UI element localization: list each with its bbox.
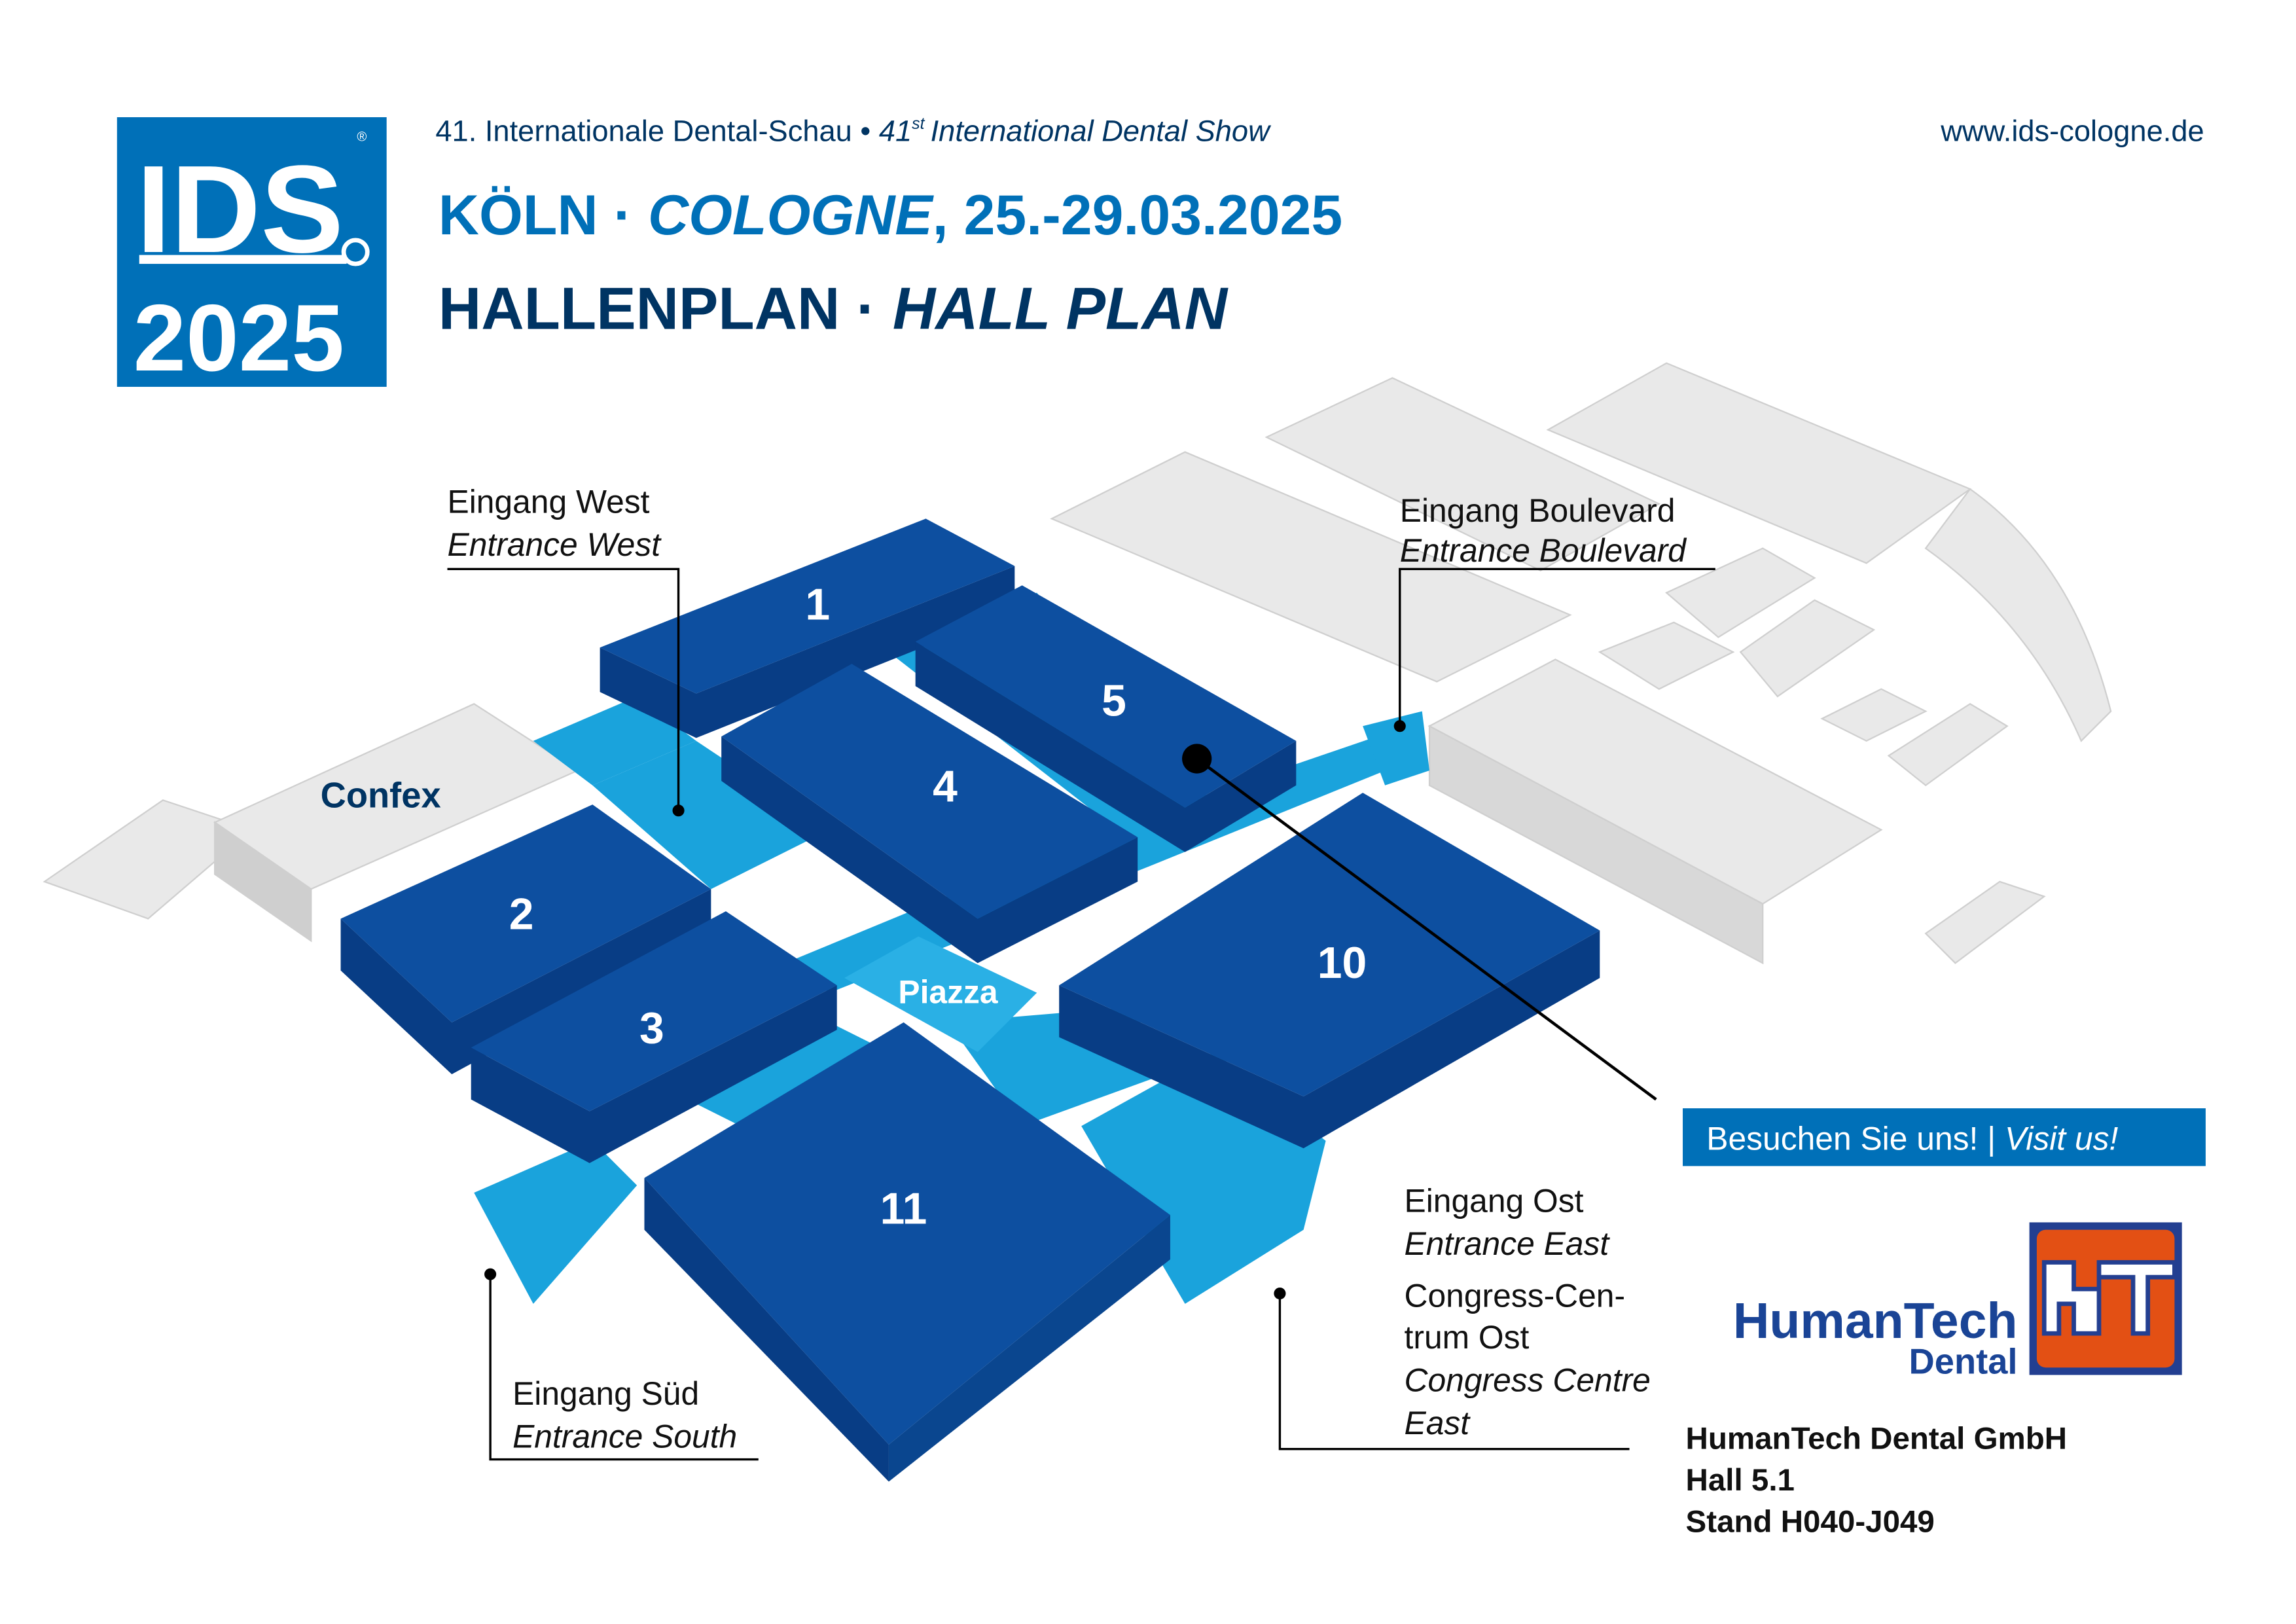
plan-title: HALLENPLAN · HALL PLAN [439,276,1229,342]
city-dates: KÖLN · COLOGNE, 25.-29.03.2025 [439,184,1342,247]
hall-10-label: 10 [1318,939,1367,988]
svg-text:trum Ost: trum Ost [1405,1319,1530,1356]
hall-3-label: 3 [639,1004,664,1053]
entrance-west-dot [672,804,685,817]
svg-text:HumanTech: HumanTech [1733,1293,2018,1349]
piazza[interactable] [844,936,1037,1053]
svg-text:Eingang Boulevard: Eingang Boulevard [1400,492,1676,529]
visit-us-banner: Besuchen Sie uns! | Visit us! [1683,1108,2206,1166]
hall-11-label: 11 [880,1185,927,1234]
svg-text:Entrance Boulevard: Entrance Boulevard [1400,532,1687,569]
entrance-south-dot [484,1268,497,1280]
svg-text:HumanTech Dental GmbH: HumanTech Dental GmbH [1686,1422,2068,1456]
svg-text:Eingang West: Eingang West [447,483,649,520]
confex-label: Confex [321,776,441,816]
hall-1[interactable] [600,518,1015,738]
piazza-label: Piazza [898,973,998,1010]
halls [340,518,1600,1482]
surrounding-buildings [43,362,2112,965]
hall-11[interactable] [644,1022,1170,1482]
humantech-logo: HumanTech Dental [1733,1222,2182,1381]
hall-4-label: 4 [933,763,958,812]
svg-text:Eingang Ost: Eingang Ost [1405,1183,1584,1219]
svg-text:®: ® [357,130,367,144]
hall-4[interactable] [721,664,1138,964]
svg-text:Congress-Cen-: Congress-Cen- [1405,1277,1626,1314]
hall-3[interactable] [471,911,837,1163]
hall-5-label: 5 [1102,676,1126,725]
svg-text:Entrance West: Entrance West [447,526,662,563]
svg-text:Eingang Süd: Eingang Süd [512,1375,699,1412]
entrance-boulevard-dot [1393,720,1406,732]
exhibitor-info: HumanTech Dental GmbH Hall 5.1 Stand H04… [1686,1422,2068,1540]
hall-2[interactable] [340,804,711,1075]
entrance-east-dot [1274,1287,1286,1300]
hall-2-label: 2 [509,890,534,939]
svg-text:Entrance East: Entrance East [1405,1225,1611,1262]
svg-text:Hall 5.1: Hall 5.1 [1686,1463,1795,1498]
svg-text:Stand H040-J049: Stand H040-J049 [1686,1504,1935,1539]
svg-text:2025: 2025 [134,285,344,391]
svg-text:Congress Centre: Congress Centre [1405,1362,1651,1398]
entrance-labels: Eingang West Entrance West Eingang Boule… [447,483,1687,1454]
svg-text:East: East [1405,1405,1471,1441]
svg-text:Besuchen Sie uns! | Visit us!: Besuchen Sie uns! | Visit us! [1706,1121,2118,1157]
hall-1-label: 1 [805,580,830,629]
hall-10[interactable] [1059,793,1600,1149]
website-link[interactable]: www.ids-cologne.de [1940,114,2204,147]
booth-marker[interactable] [1182,744,1212,774]
hall-numbers: 1 2 3 4 5 10 11 [509,580,1367,1233]
ids-logo: IDS ® 2025 [117,117,387,391]
svg-text:Dental: Dental [1909,1341,2018,1381]
leader-lines [447,568,1715,1461]
svg-text:Entrance South: Entrance South [512,1418,737,1454]
